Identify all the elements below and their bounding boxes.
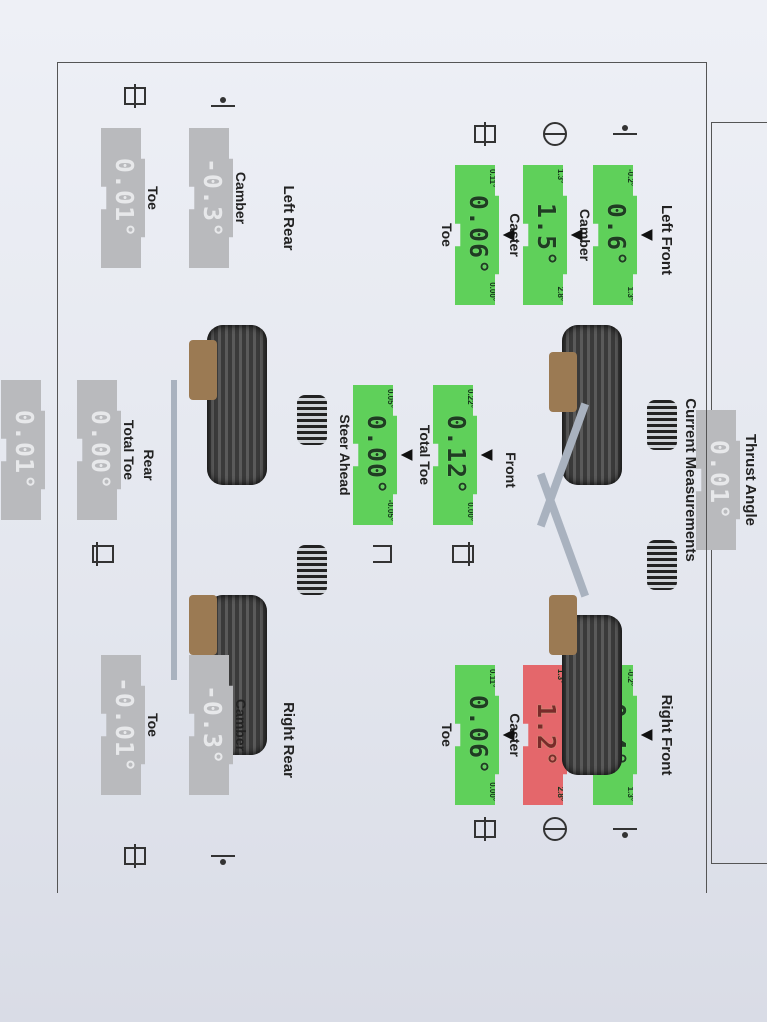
toe-arrow-icon: ▼	[498, 725, 520, 745]
front-total-toe-label: Total Toe	[417, 424, 433, 486]
camber-person-icon	[613, 828, 637, 838]
toe-car-icon	[124, 844, 146, 868]
steer-ahead-car-icon	[373, 545, 392, 563]
left-rear-camber-bar: -0.3°	[189, 128, 233, 268]
left-front-hub	[549, 352, 577, 412]
rear-total-toe-car-icon	[92, 542, 114, 566]
left-rear-toe-meter: Toe 0.01°	[101, 128, 161, 268]
total-toe-arrow-icon: ▼	[476, 445, 498, 465]
left-front-camber-bar: -0.2° 1.3° 0.6°	[593, 165, 637, 305]
camber-arrow-icon: ▼	[636, 725, 658, 745]
rear-total-toe-label: Total Toe	[121, 419, 137, 481]
right-front-toe-label: Toe	[439, 723, 455, 747]
section-title: Current Measurements	[682, 398, 699, 562]
left-front-toe-label: Toe	[439, 223, 455, 247]
caster-arrow-icon: ▼	[566, 225, 588, 245]
right-rear-toe-bar: -0.01°	[101, 655, 145, 795]
left-front-spring	[647, 400, 677, 450]
right-rear-toe-label: Toe	[145, 713, 161, 737]
camber-person-icon	[613, 125, 637, 135]
steer-arrow-icon: ▼	[396, 445, 418, 465]
rear-partial-bar: 0.01°	[1, 380, 45, 520]
right-rear-toe-value: -0.01°	[110, 676, 139, 774]
right-rear-camber-value: -0.3°	[198, 684, 227, 766]
right-front-hub	[549, 595, 577, 655]
left-front-toe-value: 0.06°	[464, 194, 493, 276]
right-rear-hub	[189, 595, 217, 655]
left-rear-camber-value: -0.3°	[198, 157, 227, 239]
left-front-camber-meter: ▼ -0.2° 1.3° 0.6° Camber	[577, 165, 658, 305]
left-rear-toe-label: Toe	[145, 186, 161, 210]
camber-person-icon	[211, 855, 235, 865]
left-rear-camber-meter: Camber -0.3°	[189, 128, 249, 268]
rear-partial-meter: 0.01°	[1, 380, 45, 520]
right-front-toe-value: 0.06°	[464, 694, 493, 776]
steer-ahead-value: 0.00°	[362, 414, 391, 496]
right-rear-camber-label: Camber	[233, 698, 249, 752]
left-front-caster-bar: 1.3° 2.8° 1.5°	[523, 165, 567, 305]
steer-ahead-label: Steer Ahead	[337, 414, 353, 496]
right-rear-title: Right Rear	[280, 702, 297, 778]
right-front-caster-bar: 1.3° 2.8° 1.2°	[523, 665, 567, 805]
rear-axle-arm	[171, 380, 177, 680]
left-rear-camber-label: Camber	[233, 171, 249, 225]
right-rear-spring	[297, 545, 327, 595]
steer-ahead-bar: 0.05° -0.05° 0.00°	[353, 385, 397, 525]
toe-car-icon	[474, 817, 496, 841]
right-rear-camber-bar: -0.3°	[189, 655, 233, 795]
camber-person-icon	[211, 97, 235, 107]
total-toe-car-icon	[452, 542, 474, 566]
left-front-toe-meter: ▼ 0.11° 0.00° 0.06° Toe	[439, 165, 520, 305]
right-rear-toe-meter: Toe -0.01°	[101, 655, 161, 795]
rear-partial-value: 0.01°	[10, 409, 39, 491]
rear-total-toe-meter: Total Toe 0.00°	[77, 380, 137, 520]
left-front-title: Left Front	[658, 205, 675, 275]
front-total-toe-meter: ▼ 0.22° 0.00° 0.12° Total Toe	[417, 385, 498, 525]
left-rear-spring	[297, 395, 327, 445]
left-rear-hub	[189, 340, 217, 400]
toe-arrow-icon: ▼	[498, 225, 520, 245]
thrust-angle-label: Thrust Angle	[742, 434, 759, 526]
left-front-caster-value: 1.5°	[532, 202, 561, 268]
left-rear-title: Left Rear	[280, 185, 297, 251]
left-front-toe-bar: 0.11° 0.00° 0.06°	[455, 165, 499, 305]
toe-car-icon	[124, 84, 146, 108]
right-front-caster-value: 1.2°	[532, 702, 561, 768]
rear-total-toe-value: 0.00°	[86, 409, 115, 491]
steer-ahead-meter: ▼ 0.05° -0.05° 0.00° Steer Ahead	[337, 385, 418, 525]
rear-total-toe-bar: 0.00°	[77, 380, 121, 520]
camber-arrow-icon: ▼	[636, 225, 658, 245]
front-total-toe-bar: 0.22° 0.00° 0.12°	[433, 385, 477, 525]
toe-car-icon	[474, 122, 496, 146]
front-total-toe-value: 0.12°	[442, 414, 471, 496]
right-front-toe-bar: 0.11° 0.00° 0.06°	[455, 665, 499, 805]
right-rear-camber-meter: Camber -0.3°	[189, 655, 249, 795]
right-front-toe-meter: ▼ 0.11° 0.00° 0.06° Toe	[439, 665, 520, 805]
rear-axle-label: Rear	[141, 449, 157, 481]
right-front-spring	[647, 540, 677, 590]
thrust-angle-value: 0.01°	[705, 439, 734, 521]
front-axle-label: Front	[503, 452, 519, 488]
caster-wheel-icon	[543, 817, 567, 841]
left-front-camber-value: 0.6°	[602, 202, 631, 268]
left-rear-toe-bar: 0.01°	[101, 128, 145, 268]
right-front-title: Right Front	[658, 694, 675, 776]
left-rear-toe-value: 0.01°	[110, 157, 139, 239]
caster-wheel-icon	[543, 122, 567, 146]
